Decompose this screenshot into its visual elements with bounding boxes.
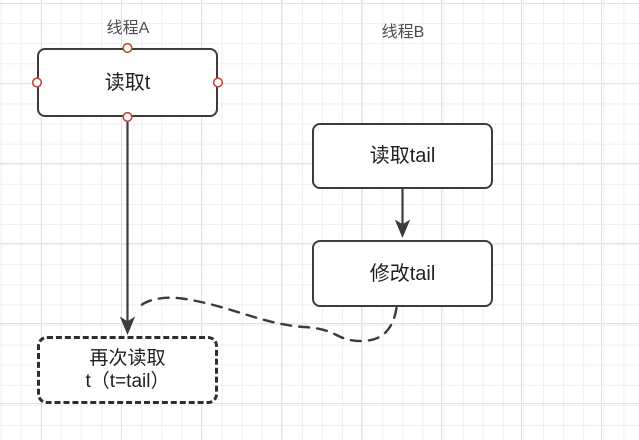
node-read-tail-label: 读取tail [369, 145, 436, 167]
node-reread-t[interactable]: 再次读取 t（t=tail） [37, 336, 218, 404]
arrowhead-down-icon [394, 219, 411, 238]
thread-a-label: 线程A [106, 20, 150, 37]
node-read-t-label: 读取t [104, 71, 151, 94]
node-read-t[interactable]: 读取t [37, 48, 218, 117]
node-reread-t-label-line1: 再次读取 [89, 347, 166, 369]
node-modify-tail-label: 修改tail [369, 262, 436, 285]
node-reread-t-label-line2: t（t=tail） [85, 371, 170, 392]
node-read-tail[interactable]: 读取tail [312, 123, 493, 189]
edge-read-t-to-reread[interactable] [119, 117, 136, 335]
edge-read-tail-to-modify[interactable] [394, 189, 411, 238]
arrowhead-down-icon [119, 316, 136, 335]
node-modify-tail[interactable]: 修改tail [312, 240, 493, 307]
thread-b-label: 线程B [381, 24, 425, 41]
